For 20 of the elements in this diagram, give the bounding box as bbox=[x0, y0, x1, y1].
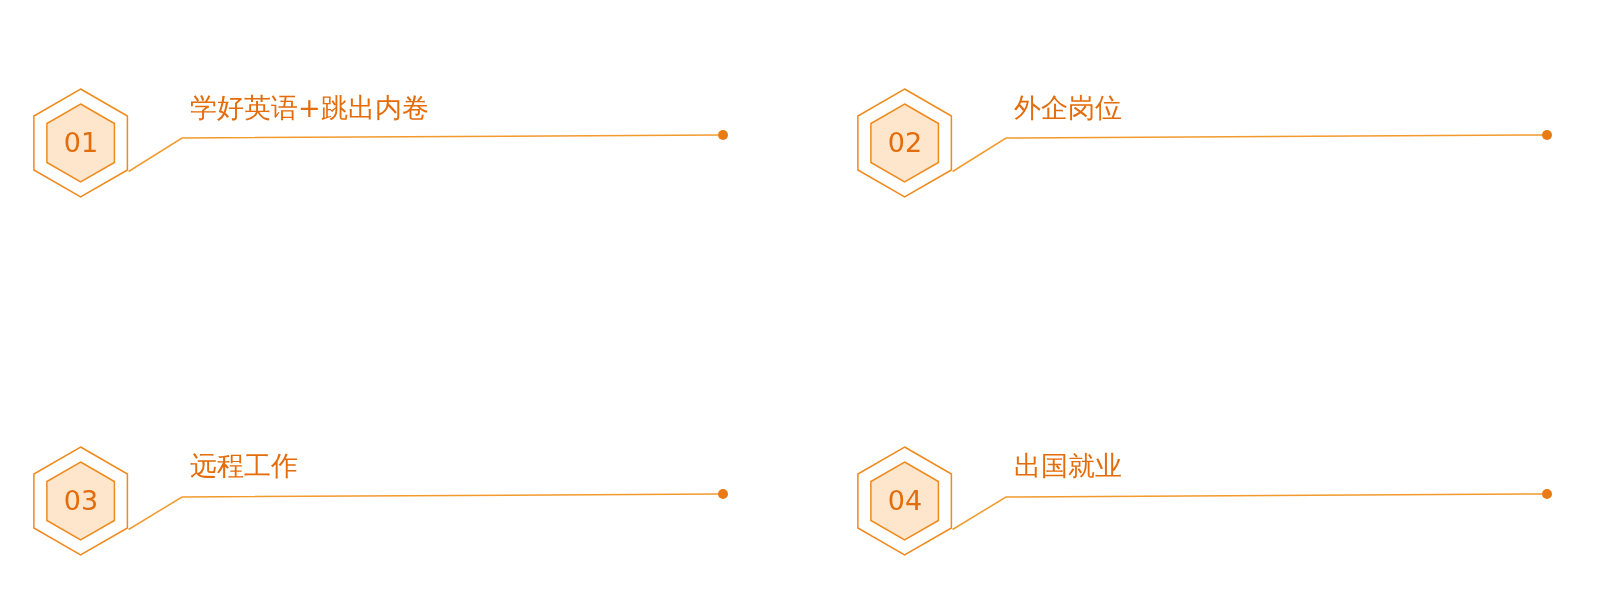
step-number: 02 bbox=[886, 127, 924, 159]
step-number: 04 bbox=[886, 485, 924, 517]
end-dot bbox=[1542, 130, 1552, 140]
step-number: 03 bbox=[62, 485, 100, 517]
hexagon-badge bbox=[857, 446, 953, 556]
end-dot bbox=[718, 489, 728, 499]
item-title: 远程工作 bbox=[190, 449, 298, 483]
leader-line bbox=[127, 134, 719, 173]
leader-line bbox=[951, 493, 1543, 531]
leader-line bbox=[127, 493, 719, 531]
item-title: 出国就业 bbox=[1014, 449, 1122, 483]
step-number: 01 bbox=[62, 127, 100, 159]
leader-line bbox=[951, 134, 1543, 173]
end-dot bbox=[1542, 489, 1552, 499]
hexagon-badge bbox=[857, 88, 953, 198]
item-title: 学好英语+跳出内卷 bbox=[190, 91, 429, 125]
item-title: 外企岗位 bbox=[1014, 91, 1122, 125]
hexagon-badge bbox=[33, 446, 129, 556]
hexagon-badge bbox=[33, 88, 129, 198]
end-dot bbox=[718, 130, 728, 140]
